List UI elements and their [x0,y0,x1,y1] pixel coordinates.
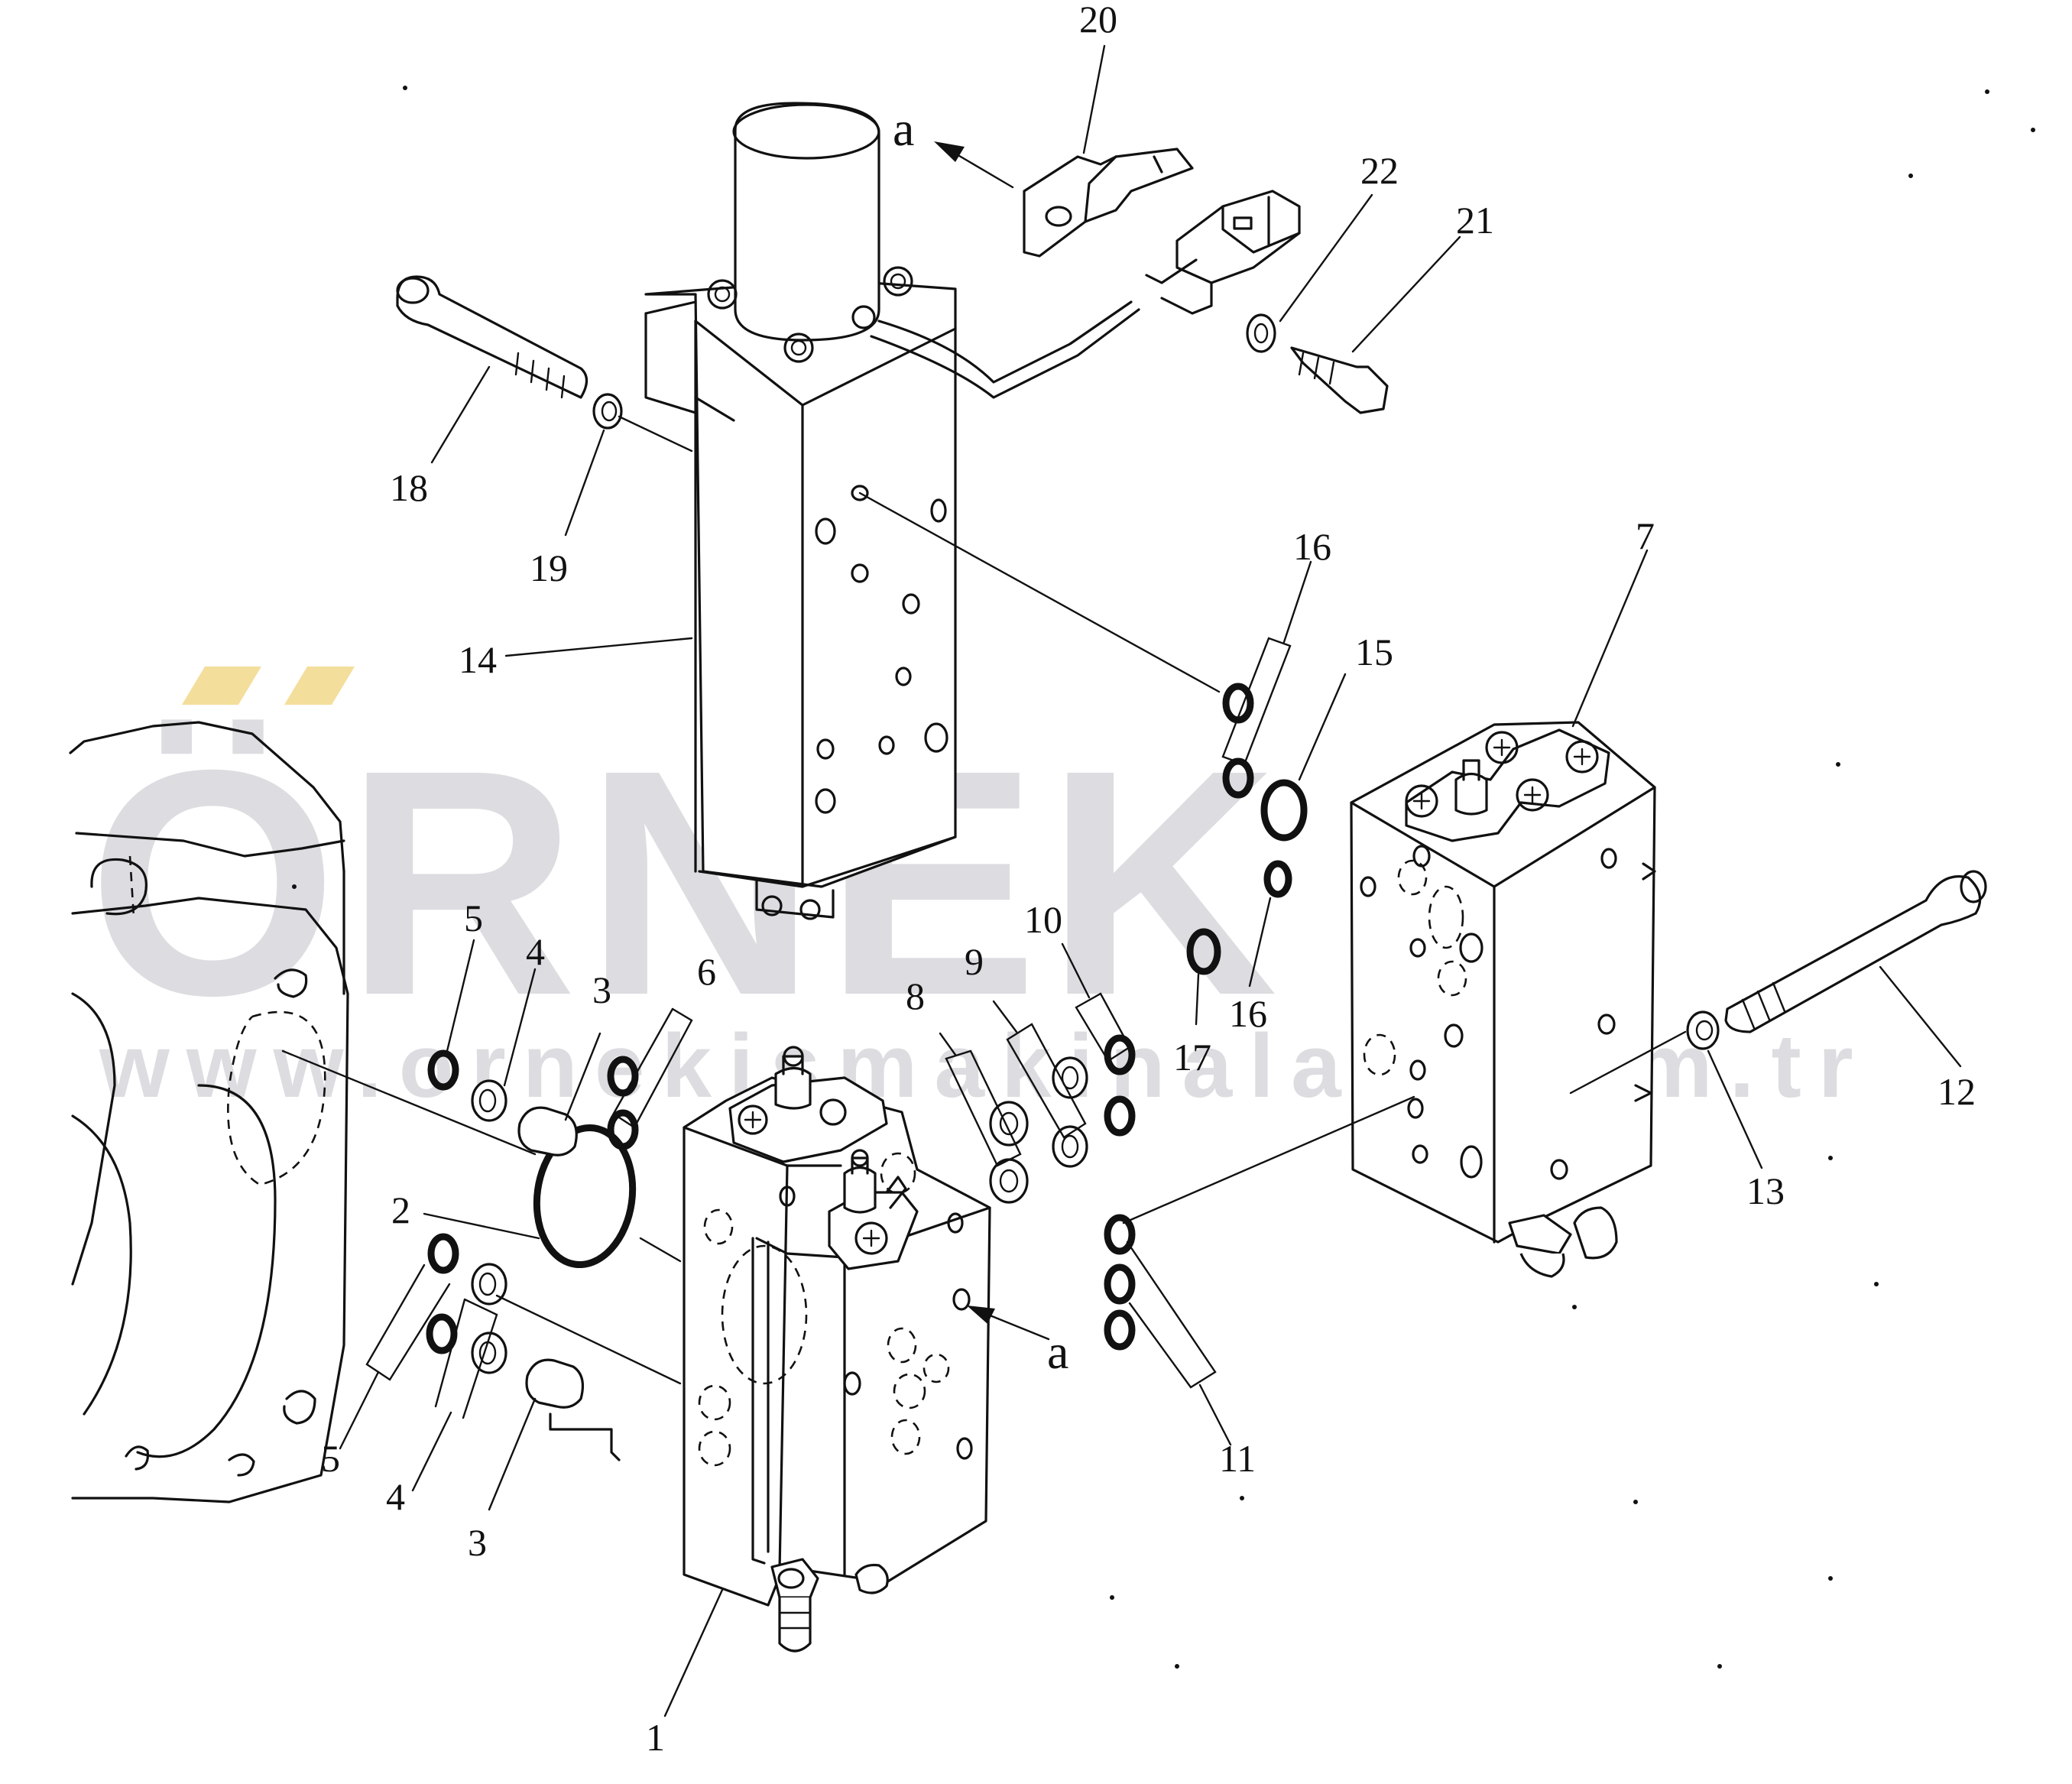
bracket-20 [1023,148,1194,258]
o-ring-15 [1260,779,1308,842]
connector [1145,190,1301,315]
callout-15: 15 [1355,631,1393,673]
arrow-a-lower: a [967,1306,1068,1379]
washer-19 [592,393,623,430]
o-ring-2 [533,1124,637,1269]
callout-3: 3 [592,968,611,1011]
o-rings-11 [1104,1214,1136,1351]
callout-14: 14 [459,638,497,681]
callout-labels: 1 2 3 3 4 4 5 5 6 7 8 9 10 11 12 13 14 1… [321,0,1976,1759]
callout-5: 5 [321,1437,340,1480]
valve-block-7 [1350,721,1656,1278]
callout-7: 7 [1636,514,1655,557]
bolt-12 [1724,870,1987,1033]
callout-4: 4 [526,930,545,973]
callout-12: 12 [1937,1070,1976,1113]
o-rings-5 [426,1049,459,1354]
watermark-accent-mark [284,667,355,705]
arrow-a-upper: a [893,102,1014,189]
seals-8 [989,1101,1029,1204]
watermark-accent-mark [182,667,261,705]
callout-13: 13 [1746,1169,1785,1212]
callout-20: 20 [1079,0,1117,41]
pump-housing [69,721,349,1503]
valve-block-1 [549,1046,991,1653]
plugs-3 [517,1106,584,1409]
watermark-brand: ÖRNEK [88,704,1286,1062]
callout-18: 18 [390,466,428,509]
callout-6: 6 [697,950,716,993]
callout-16: 16 [1229,992,1267,1035]
arrow-letter-a: a [893,102,914,156]
washer-22 [1246,313,1276,353]
o-rings-10 [1104,1034,1136,1137]
callout-9: 9 [965,940,984,983]
callout-11: 11 [1219,1437,1256,1480]
bolt-21 [1290,346,1389,414]
alignment-lines [281,415,1687,1385]
callout-10: 10 [1024,898,1062,941]
leader-lines [339,44,1962,1718]
callout-21: 21 [1456,199,1494,242]
o-ring-17 [1186,928,1221,975]
arrow-letter-a: a [1047,1325,1068,1379]
callout-19: 19 [530,547,568,589]
callout-3: 3 [468,1521,487,1564]
washer-13 [1686,1010,1720,1050]
callout-8: 8 [906,975,925,1017]
callout-22: 22 [1360,149,1399,192]
callout-16: 16 [1293,525,1331,568]
callout-17: 17 [1173,1036,1211,1079]
solenoid-valve-14 [644,102,1140,920]
bolt-18 [396,275,589,399]
spacers-9 [1052,1056,1088,1168]
scan-specks [292,86,2035,1669]
callout-2: 2 [391,1189,410,1231]
callout-4: 4 [386,1475,405,1518]
callout-1: 1 [646,1716,665,1759]
callout-5: 5 [464,897,483,939]
